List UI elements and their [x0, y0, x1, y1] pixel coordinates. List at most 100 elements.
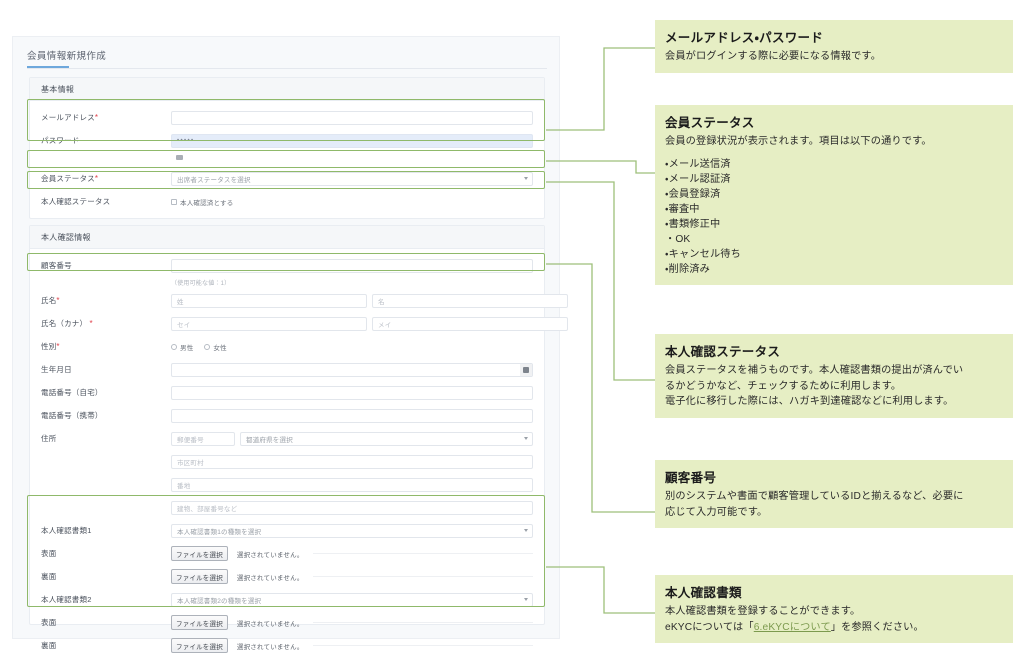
chevron-down-icon	[524, 437, 528, 440]
link-line-before: eKYCについては「	[665, 621, 754, 633]
file-status-text: 選択されていません。	[236, 574, 304, 582]
label-phone-home: 電話番号（自宅）	[41, 388, 103, 397]
label-document1-front: 表面	[41, 549, 57, 558]
building-input[interactable]: 建物、部屋番号など	[171, 500, 533, 515]
field-document1-front: ファイルを選択 選択されていません。	[171, 546, 533, 561]
list-item: ・OK	[665, 233, 691, 245]
customer-number-input[interactable]	[171, 258, 533, 273]
label-document1: 本人確認書類1	[41, 526, 92, 535]
page-title: 会員情報新規作成	[27, 51, 107, 62]
password-key-field	[171, 153, 533, 161]
annotation-email-password: メールアドレス・パスワード 会員がログインする際に必要になる情報です。	[655, 20, 1013, 73]
field-row-address-zip: 住所 郵便番号 都道府県を選択	[30, 427, 544, 450]
label-address: 住所	[41, 434, 57, 443]
field-row-address-street: 番地	[30, 473, 544, 496]
label-document1-back: 裏面	[41, 572, 57, 581]
annotation-title: 顧客番号	[665, 471, 717, 485]
street-input[interactable]: 番地	[171, 477, 533, 492]
label-kyc-status: 本人確認ステータス	[41, 197, 111, 206]
document2-type-select[interactable]: 本人確認書類2の種類を選択	[171, 592, 533, 607]
field-address-zip: 郵便番号 都道府県を選択	[171, 431, 533, 446]
field-birthdate	[171, 362, 533, 377]
label-name-kana: 氏名（カナ） *	[41, 319, 93, 328]
birthdate-wrap	[171, 362, 533, 377]
file-select-button[interactable]: ファイルを選択	[171, 638, 228, 653]
field-row-document1-back: 裏面 ファイルを選択 選択されていません。	[30, 565, 544, 588]
card-header-kyc: 本人確認情報	[30, 226, 544, 249]
required-marker: *	[89, 319, 93, 328]
field-name: 姓 名	[171, 293, 568, 308]
last-name-kana-input[interactable]: セイ	[171, 316, 367, 331]
ekyc-reference-link[interactable]: 6.eKYCについて	[753, 621, 831, 633]
document1-type-select[interactable]: 本人確認書類1の種類を選択	[171, 523, 533, 538]
list-item: ・メール認証済	[665, 173, 731, 185]
calendar-picker-button[interactable]	[520, 363, 532, 376]
annotation-title: 本人確認書類	[665, 586, 742, 600]
first-name-kana-input[interactable]: メイ	[372, 316, 568, 331]
first-name-input[interactable]: 名	[372, 293, 568, 308]
radio-icon[interactable]	[171, 343, 177, 350]
file-select-button[interactable]: ファイルを選択	[171, 546, 228, 561]
field-row-birthdate: 生年月日	[30, 358, 544, 381]
gender-option-male[interactable]: 男性	[171, 342, 193, 352]
annotation-customer-number: 顧客番号 別のシステムや書面で顧客管理しているIDと揃えるなど、必要に 応じて入…	[655, 460, 1013, 528]
gender-option-female-label: 女性	[213, 344, 227, 352]
file-select-button[interactable]: ファイルを選択	[171, 615, 228, 630]
label-member-status: 会員ステータス*	[41, 174, 99, 183]
field-document2-back: ファイルを選択 選択されていません。	[171, 638, 533, 653]
city-input[interactable]: 市区町村	[171, 454, 533, 469]
label-name: 氏名*	[41, 296, 60, 305]
field-row-gender: 性別* 男性 女性	[30, 335, 544, 358]
customer-number-hint: （使用可能な値：1）	[171, 281, 231, 287]
prefecture-select[interactable]: 都道府県を選択	[240, 431, 533, 446]
list-item: ・会員登録済	[665, 188, 721, 200]
label-document2-front: 表面	[41, 618, 57, 627]
checkbox-icon[interactable]	[171, 198, 177, 205]
annotation-kyc-status: 本人確認ステータス 会員ステータスを補うものです。本人確認書類の提出が済んでい …	[655, 334, 1013, 418]
kyc-status-checkbox-wrap[interactable]: 本人確認済とする	[171, 197, 233, 207]
card-body-kyc: 顧客番号 （使用可能な値：1） 氏名* 姓 名 氏名（カナ） *	[30, 249, 568, 655]
prefecture-value: 都道府県を選択	[246, 436, 293, 444]
email-input[interactable]	[171, 110, 533, 125]
field-document2-front: ファイルを選択 選択されていません。	[171, 615, 533, 630]
field-row-address-building: 建物、部屋番号など	[30, 496, 544, 519]
file-select-button[interactable]: ファイルを選択	[171, 569, 228, 584]
label-document2: 本人確認書類2	[41, 595, 92, 604]
field-gender: 男性 女性	[171, 342, 533, 352]
card-heading-label: 本人確認情報	[41, 232, 91, 242]
password-input[interactable]: •••••	[171, 133, 533, 148]
gender-option-male-label: 男性	[180, 344, 194, 352]
field-row-kyc-status: 本人確認ステータス 本人確認済とする	[30, 190, 544, 213]
field-member-status: 出席者ステータスを選択	[171, 171, 533, 186]
required-marker: *	[94, 113, 99, 122]
annotation-member-status: 会員ステータス 会員の登録状況が表示されます。項目は以下の通りです。 ・メール送…	[655, 105, 1013, 286]
field-row-document2-type: 本人確認書類2 本人確認書類2の種類を選択	[30, 588, 544, 611]
field-row-name-kana: 氏名（カナ） * セイ メイ	[30, 312, 568, 335]
list-item: ・書類修正中	[665, 218, 721, 230]
phone-mobile-input[interactable]	[171, 408, 533, 423]
file-status-text: 選択されていません。	[236, 551, 304, 559]
radio-icon[interactable]	[204, 343, 211, 350]
member-status-value: 出席者ステータスを選択	[177, 176, 251, 184]
zip-input[interactable]: 郵便番号	[171, 431, 235, 446]
member-status-select[interactable]: 出席者ステータスを選択	[171, 171, 533, 186]
required-marker: *	[56, 296, 60, 305]
card-basic-info: 基本情報 メールアドレス* パスワード •••••	[29, 77, 545, 219]
field-name-kana: セイ メイ	[171, 316, 568, 331]
document2-type-value: 本人確認書類2の種類を選択	[177, 597, 262, 605]
page-title-block: 会員情報新規作成	[27, 48, 106, 68]
document1-type-value: 本人確認書類1の種類を選択	[177, 528, 262, 536]
annotation-status-list: ・メール送信済 ・メール認証済 ・会員登録済 ・審査中 ・書類修正中 ・OK ・…	[665, 157, 1003, 278]
birthdate-input[interactable]	[171, 362, 533, 377]
last-name-input[interactable]: 姓	[171, 293, 367, 308]
field-customer-number	[171, 258, 533, 273]
field-row-phone-mobile: 電話番号（携帯）	[30, 404, 544, 427]
field-document1-type: 本人確認書類1の種類を選択	[171, 523, 533, 538]
annotation-title: 会員ステータス	[665, 116, 755, 130]
field-underline	[312, 553, 533, 554]
gender-option-female[interactable]: 女性	[204, 342, 227, 352]
field-row-email: メールアドレス*	[30, 106, 544, 129]
phone-home-input[interactable]	[171, 385, 533, 400]
field-row-document2-front: 表面 ファイルを選択 選択されていません。	[30, 611, 544, 634]
annotation-line: 応じて入力可能です。	[665, 506, 768, 518]
